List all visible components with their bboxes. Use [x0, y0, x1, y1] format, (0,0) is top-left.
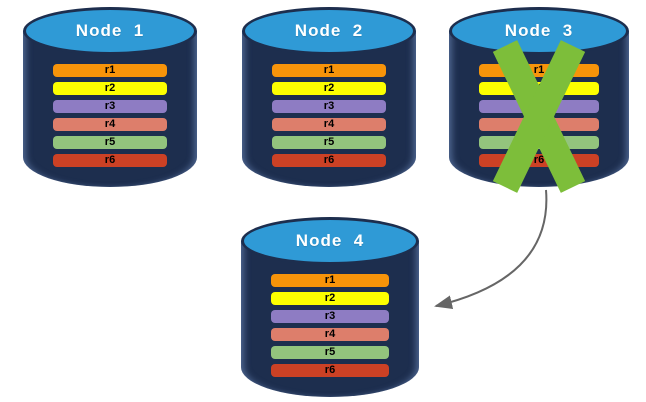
replica-bar-r3: r3: [271, 310, 389, 323]
replica-bar-r4: r4: [53, 118, 167, 131]
replica-bar-r2: r2: [53, 82, 167, 95]
replica-bar-r1: r1: [272, 64, 386, 77]
node-label: Node 1: [75, 21, 145, 40]
replica-bar-r2: r2: [271, 292, 389, 305]
replica-bar-r5: r5: [271, 346, 389, 359]
failure-x-icon: [492, 40, 586, 193]
replica-bar-r6: r6: [53, 154, 167, 167]
replica-bar-r5: r5: [272, 136, 386, 149]
replica-bar-r1: r1: [53, 64, 167, 77]
node-label: Node 3: [504, 21, 574, 40]
replica-bar-r6: r6: [272, 154, 386, 167]
cylinder-top: Node 4: [241, 217, 419, 265]
replica-bar-r1: r1: [271, 274, 389, 287]
replica-bar-r2: r2: [272, 82, 386, 95]
replica-bar-r4: r4: [272, 118, 386, 131]
node-2: r1 r2 r3 r4 r5 r6 Node 2: [242, 7, 416, 187]
replica-stack: r1 r2 r3 r4 r5 r6: [53, 64, 167, 167]
replica-stack: r1 r2 r3 r4 r5 r6: [272, 64, 386, 167]
cylinder-top: Node 3: [449, 7, 629, 55]
replica-bar-r3: r3: [272, 100, 386, 113]
node-label: Node 4: [295, 231, 365, 250]
replica-stack: r1 r2 r3 r4 r5 r6: [271, 274, 389, 377]
node-1: r1 r2 r3 r4 r5 r6 Node 1: [23, 7, 197, 187]
replica-bar-r5: r5: [53, 136, 167, 149]
replica-bar-r6: r6: [271, 364, 389, 377]
cylinder-top: Node 1: [23, 7, 197, 55]
node-label: Node 2: [294, 21, 364, 40]
replica-bar-r3: r3: [53, 100, 167, 113]
node-4: r1 r2 r3 r4 r5 r6 Node 4: [241, 217, 419, 397]
replica-bar-r4: r4: [271, 328, 389, 341]
cylinder-top: Node 2: [242, 7, 416, 55]
